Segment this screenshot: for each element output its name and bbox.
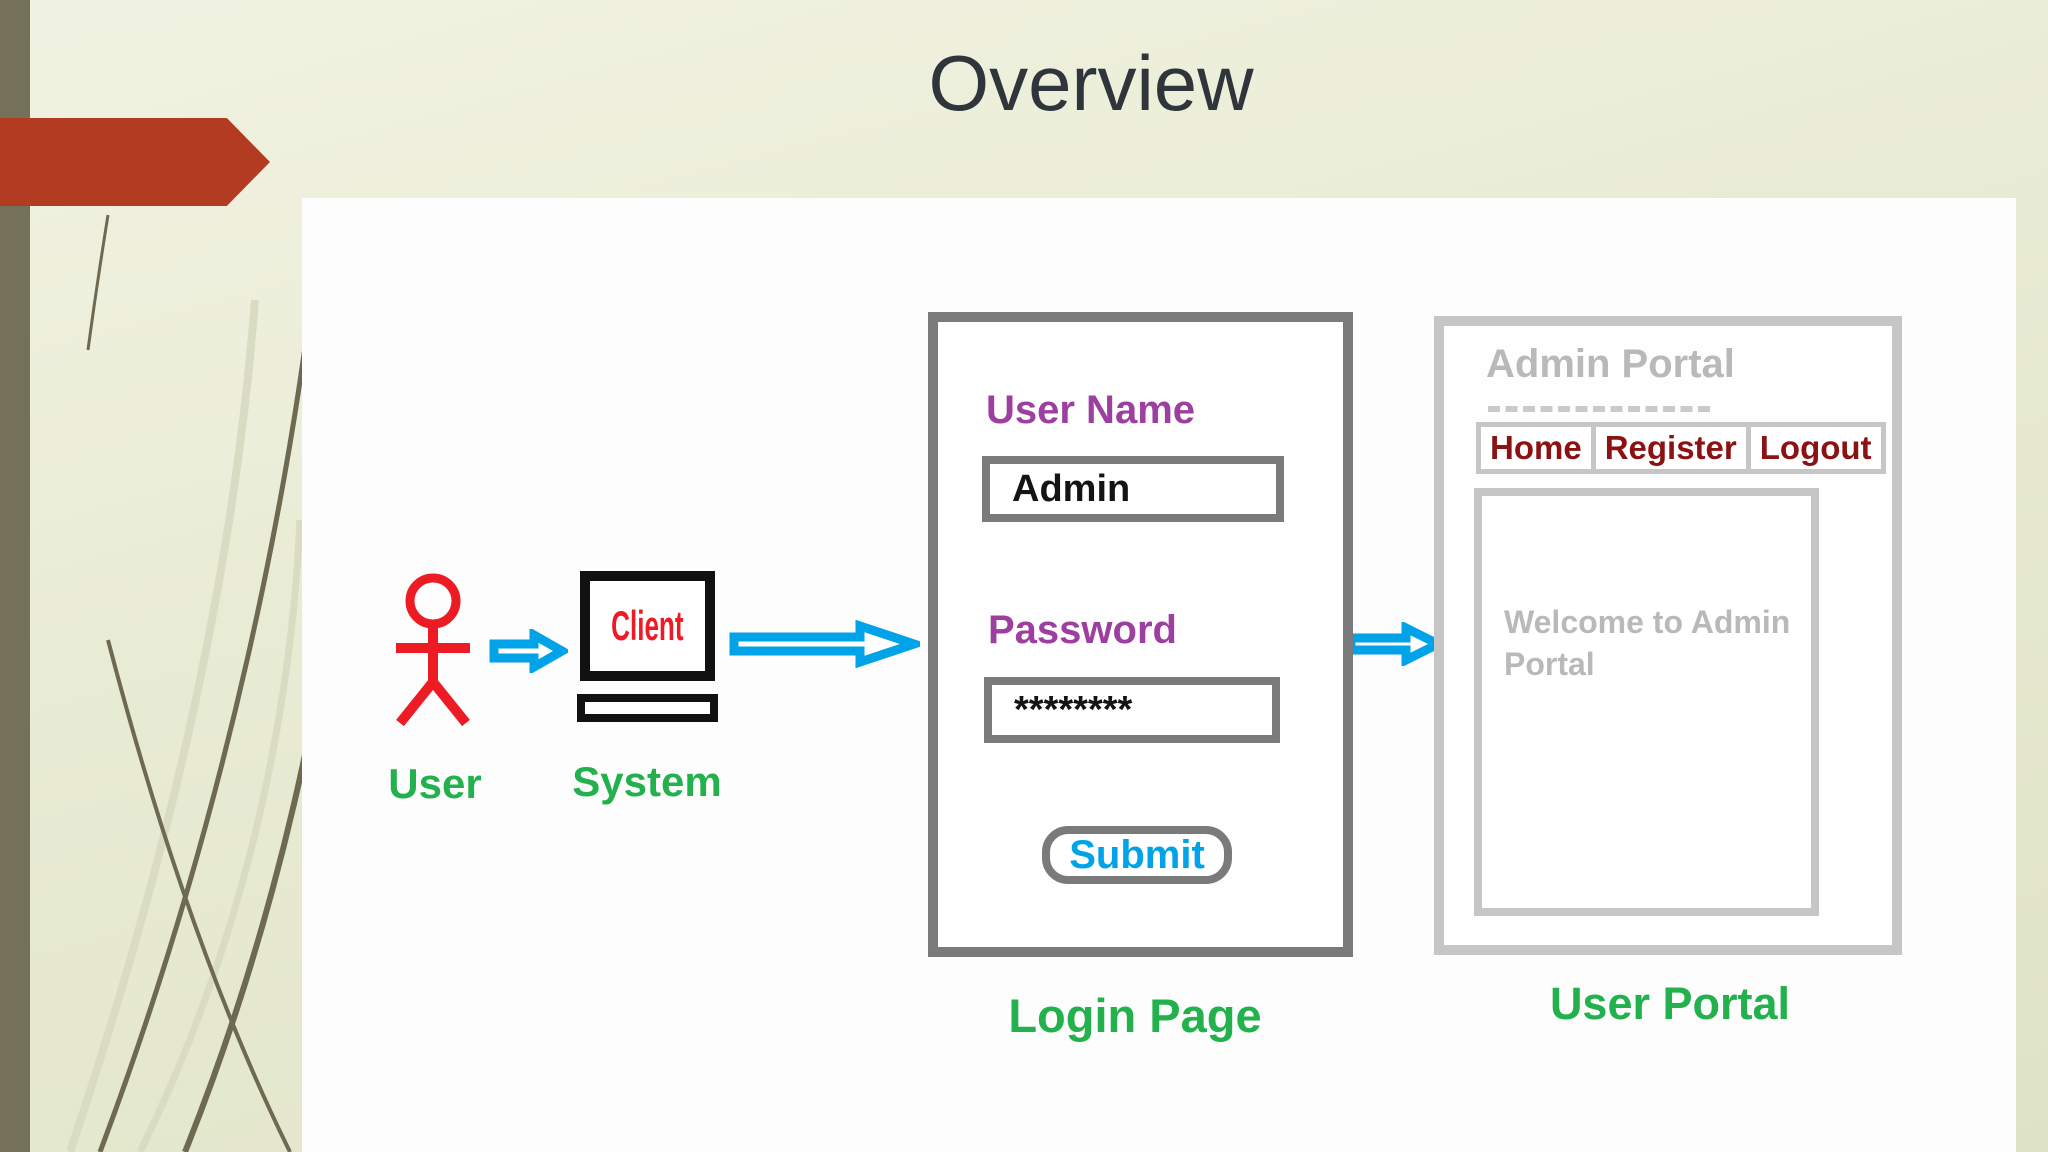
submit-button[interactable]: Submit: [1042, 826, 1232, 884]
password-value: ********: [1014, 688, 1133, 731]
login-page-caption: Login Page: [1008, 989, 1262, 1042]
password-input[interactable]: ********: [984, 677, 1280, 743]
flow-arrow-user-to-system-icon: [489, 629, 568, 673]
red-accent-arrow: [0, 118, 270, 206]
client-screen-text: Client: [611, 602, 684, 649]
nav-item-logout[interactable]: Logout: [1750, 427, 1881, 469]
portal-welcome-text: Welcome to Admin Portal: [1504, 604, 1791, 682]
user-portal-window: Admin Portal Home Register Logout Welcom…: [1434, 316, 1902, 955]
portal-content-area: Welcome to Admin Portal: [1474, 488, 1819, 916]
user-portal-caption: User Portal: [1549, 978, 1791, 1029]
portal-nav-bar: Home Register Logout: [1476, 422, 1886, 474]
nav-item-register[interactable]: Register: [1595, 427, 1746, 469]
system-label: System: [572, 758, 722, 805]
admin-portal-header: Admin Portal: [1486, 342, 1735, 386]
username-input[interactable]: Admin: [982, 456, 1284, 522]
username-value: Admin: [1012, 467, 1131, 510]
user-label: User: [388, 760, 482, 807]
computer-monitor-icon: Client: [580, 571, 715, 681]
computer-keyboard-icon: [577, 694, 718, 722]
password-label: Password: [988, 608, 1177, 652]
flow-arrow-login-to-portal-icon: [1346, 622, 1444, 666]
dashed-divider: [1488, 406, 1710, 412]
login-page-window: User Name Admin Password ******** Submit: [928, 312, 1353, 957]
nav-item-home[interactable]: Home: [1481, 427, 1591, 469]
flow-arrow-system-to-login-icon: [729, 619, 920, 669]
user-stick-figure-icon: [396, 573, 470, 727]
username-label: User Name: [986, 388, 1196, 432]
page-title: Overview: [928, 39, 1254, 127]
